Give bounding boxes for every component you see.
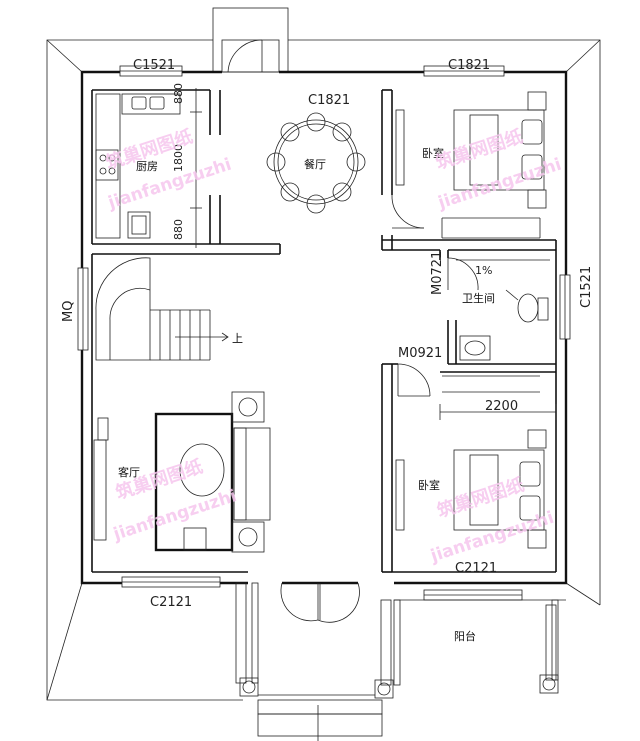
dim-slope: 1% [475,264,492,277]
balcony-railing [235,582,566,741]
dim-kitchen-lower: 880 [172,219,185,240]
window-label-bedroom-top: C1821 [448,58,490,73]
interior-doors [391,194,479,397]
window-label-living-bottom: C2121 [150,595,192,610]
svg-text:筑巢网图纸: 筑巢网图纸 [433,125,525,174]
room-label-dining: 餐厅 [304,157,326,171]
room-label-bedroom2: 卧室 [418,478,440,492]
stair-up-label: 上 [232,332,243,345]
window-symbols [77,65,571,601]
room-label-balcony: 阳台 [454,629,476,643]
top-entry-canopy [212,7,289,73]
svg-text:筑巢网图纸: 筑巢网图纸 [434,474,526,523]
svg-text:筑巢网图纸: 筑巢网图纸 [113,455,205,504]
kitchen-fixtures [95,93,181,239]
entry-double-door [280,582,360,623]
dim-bath-width: 2200 [485,399,518,414]
living-furniture [93,391,271,553]
door-label-bath: M0721 [430,251,445,295]
door-label-stair-wall: MQ [61,301,76,322]
interior-walls [91,89,557,573]
room-label-bath: 卫生间 [462,291,495,305]
window-label-right-side: C1521 [579,266,594,308]
bath-dimension-line [439,375,557,420]
window-label-kitchen-top: C1521 [133,58,175,73]
bedroom2-furniture [395,429,547,549]
room-label-bedroom1: 卧室 [422,146,444,160]
room-label-living: 客厅 [118,465,140,479]
bath-fixtures [456,259,550,361]
watermark-right-top: 筑巢网图纸 jianfangzuzhi [433,125,564,213]
stair [95,257,229,361]
watermark-living: 筑巢网图纸 jianfangzuzhi [110,455,239,545]
roof-outline [46,39,601,701]
bedroom1-furniture [395,91,547,239]
dining-table [266,112,366,214]
dim-kitchen-mid: 1800 [172,144,185,172]
watermark-top: 筑巢网图纸 jianfangzuzhi [103,125,234,213]
door-label-bedroom2: M0921 [398,346,442,361]
window-label-bedroom-bottom: C2121 [455,561,497,576]
kitchen-dimension-line [190,88,202,248]
room-label-kitchen: 厨房 [136,160,158,173]
dim-kitchen-upper: 880 [172,83,185,104]
window-label-dining-top: C1821 [308,93,350,108]
